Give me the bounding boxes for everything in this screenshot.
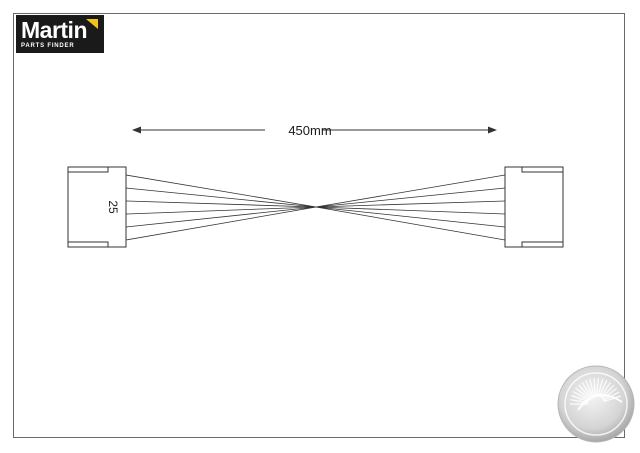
seal-ray: [575, 387, 591, 400]
wire-right-5: [315, 187, 506, 208]
seal-ray: [603, 395, 621, 403]
seal-ray: [589, 378, 595, 397]
wire-right-3: [315, 206, 506, 215]
seal-ray: [578, 384, 592, 399]
wire-left-5: [125, 206, 317, 228]
left-connector-bottom-latch: [68, 241, 109, 247]
cable-wires: [125, 174, 506, 241]
left-connector-top-latch: [68, 167, 109, 173]
wire-right-2: [315, 206, 506, 228]
arrowhead-left-icon: [132, 126, 141, 134]
dimension-label: 450mm: [288, 123, 331, 138]
logo-wordmark: Martin: [21, 17, 88, 43]
wire-right-1: [315, 206, 506, 241]
logo-tagline: PARTS FINDER: [21, 43, 75, 49]
left-connector: 25: [67, 166, 127, 248]
seal-ray: [585, 379, 594, 397]
wire-right-6: [315, 174, 506, 208]
seal-ray: [597, 378, 604, 397]
seal-ray: [593, 378, 596, 397]
right-connector: [504, 166, 564, 248]
left-connector-body: [67, 166, 127, 248]
drawing-frame: [13, 13, 625, 438]
wire-left-4: [125, 206, 317, 215]
right-connector-top-latch: [521, 167, 563, 173]
seal-ray: [596, 378, 599, 397]
wire-left-2: [125, 187, 317, 208]
wire-left-3: [125, 200, 317, 208]
seal-ray: [598, 380, 608, 397]
wire-left-6: [125, 206, 317, 241]
seal-ray: [572, 391, 590, 401]
martin-parts-finder-logo[interactable]: Martin PARTS FINDER: [16, 15, 104, 53]
logo-accent-icon: [86, 19, 98, 29]
dimension-line: 450mm: [132, 123, 497, 138]
seal-ray: [581, 381, 593, 398]
seal-ray: [602, 387, 618, 400]
wire-right-4: [315, 200, 506, 208]
connector-pin-label: 25: [106, 200, 120, 214]
spiral-seal-icon: [557, 365, 635, 443]
wire-left-1: [125, 174, 317, 208]
arrowhead-right-icon: [488, 126, 497, 134]
right-connector-body: [504, 166, 564, 248]
right-connector-bottom-latch: [521, 241, 563, 247]
